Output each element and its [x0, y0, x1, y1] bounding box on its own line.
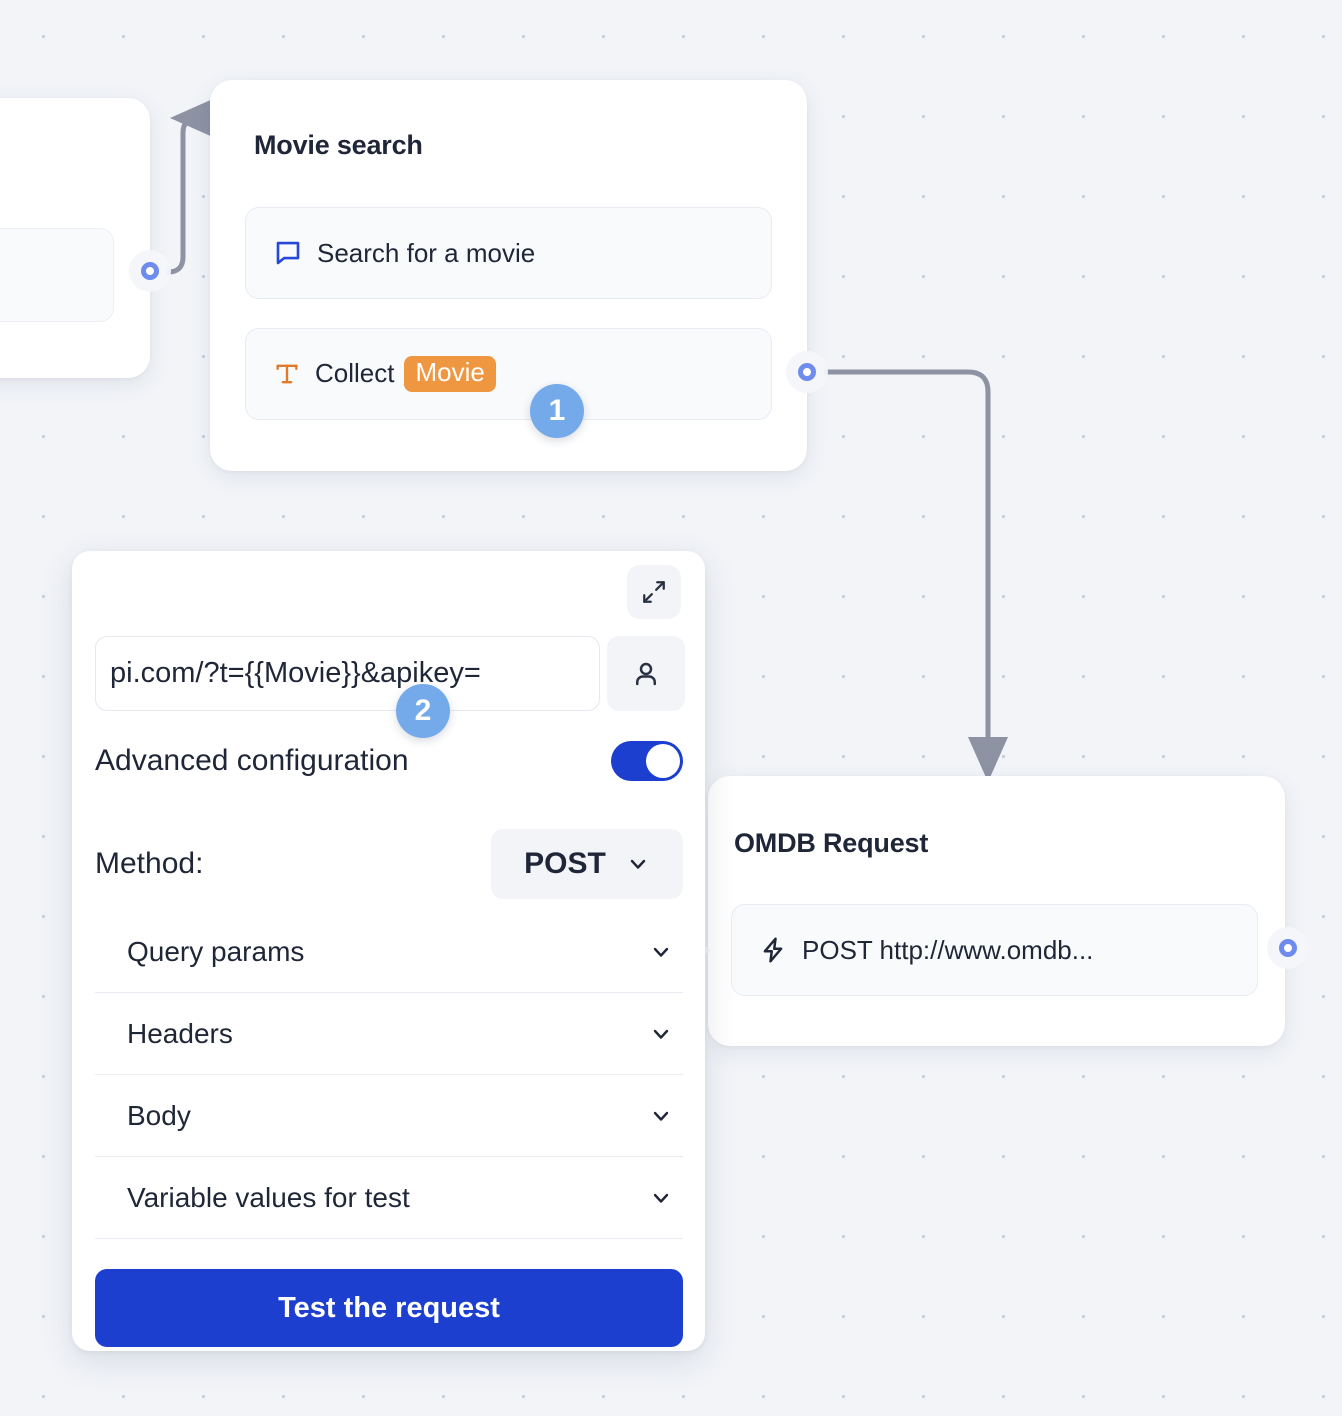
person-icon: [631, 659, 661, 689]
expand-diagonal-icon: [641, 579, 667, 605]
step-badge-2: 2: [396, 684, 450, 738]
chevron-down-icon[interactable]: [649, 1104, 673, 1128]
request-url-input[interactable]: [95, 636, 600, 711]
method-select[interactable]: POST: [491, 829, 683, 899]
node-row-search-for-a-movie[interactable]: Search for a movie: [245, 207, 772, 299]
node-row-search-label: Search for a movie: [317, 237, 536, 268]
section-query-params-label: Query params: [127, 935, 305, 967]
port-left-node-output[interactable]: [133, 254, 167, 288]
section-variable-values-for-test[interactable]: Variable values for test: [95, 1157, 683, 1239]
step-badge-1: 1: [530, 384, 584, 438]
port-omdb-request-output[interactable]: [1271, 931, 1305, 965]
section-headers[interactable]: Headers: [95, 993, 683, 1075]
variable-chip-movie[interactable]: Movie: [404, 356, 496, 392]
chevron-down-icon: [626, 852, 650, 876]
method-value: POST: [524, 847, 606, 880]
partial-node-row[interactable]: [0, 228, 114, 322]
advanced-configuration-label: Advanced configuration: [95, 744, 409, 777]
advanced-configuration-toggle[interactable]: [611, 741, 683, 781]
node-row-omdb-post[interactable]: POST http://www.omdb...: [731, 904, 1258, 996]
lightning-bolt-icon: [758, 935, 788, 965]
advanced-configuration-row[interactable]: Advanced configuration: [95, 741, 683, 781]
node-omdb-request-title: OMDB Request: [734, 828, 929, 858]
expand-panel-button[interactable]: [627, 565, 681, 619]
node-row-collect-movie[interactable]: Collect Movie: [245, 328, 772, 420]
node-row-collect-text: Collect: [315, 358, 395, 389]
section-body[interactable]: Body: [95, 1075, 683, 1157]
section-query-params[interactable]: Query params: [95, 911, 683, 993]
node-omdb-request[interactable]: OMDB Request POST http://www.omdb...: [697, 776, 1285, 1046]
method-label: Method:: [95, 847, 204, 880]
node-movie-search[interactable]: Movie search Search for a movie: [210, 80, 807, 471]
chevron-down-icon[interactable]: [649, 1022, 673, 1046]
edge-left-to-movie: [157, 98, 215, 275]
test-the-request-button[interactable]: Test the request: [95, 1269, 683, 1347]
edge-movie-to-omdb: [821, 369, 1008, 782]
section-variable-values-label: Variable values for test: [127, 1181, 410, 1213]
node-row-collect-label: Collect Movie: [315, 356, 496, 392]
port-movie-search-output[interactable]: [790, 355, 824, 389]
text-format-icon: [273, 360, 301, 388]
node-movie-search-title: Movie search: [254, 130, 423, 160]
section-headers-label: Headers: [127, 1017, 233, 1049]
config-sections: Query params Headers Body: [95, 911, 683, 1239]
partial-node-card[interactable]: [0, 98, 150, 378]
url-field-group[interactable]: [95, 636, 685, 711]
request-config-panel[interactable]: Advanced configuration Method: POST Quer…: [72, 551, 705, 1351]
method-row: Method: POST: [95, 829, 683, 899]
chevron-down-icon[interactable]: [649, 940, 673, 964]
message-bubble-icon: [273, 238, 303, 268]
chevron-down-icon[interactable]: [649, 1186, 673, 1210]
node-row-omdb-label: POST http://www.omdb...: [802, 934, 1094, 965]
section-body-label: Body: [127, 1099, 191, 1131]
url-variable-picker-button[interactable]: [607, 636, 685, 711]
